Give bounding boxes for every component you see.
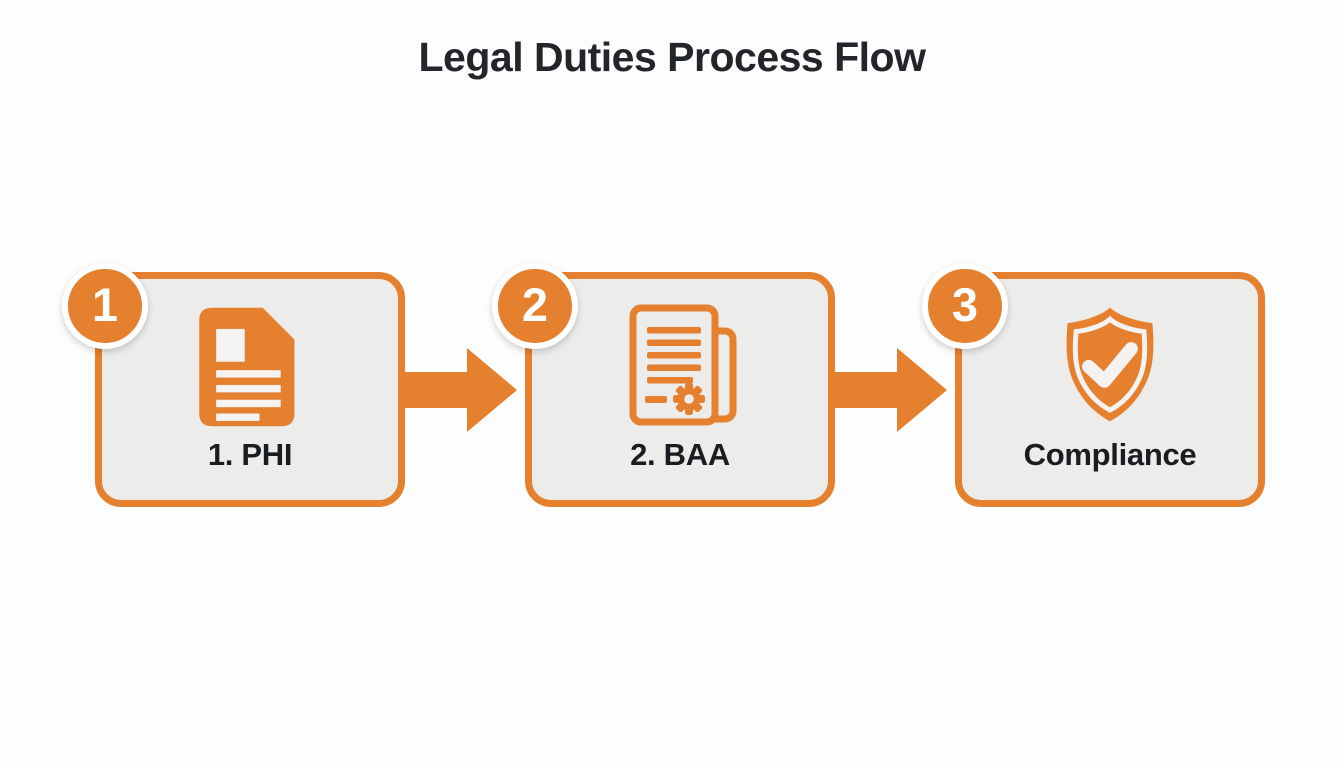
step-number-badge: 1 xyxy=(62,263,148,349)
page-title: Legal Duties Process Flow xyxy=(418,34,927,80)
document-gear-icon xyxy=(532,303,828,427)
step-box-compliance: 3 Compliance xyxy=(922,263,1265,507)
badge-number: 1 xyxy=(91,277,119,331)
step-number-badge: 2 xyxy=(492,263,578,349)
badge-number: 3 xyxy=(951,277,979,331)
shield-check-icon xyxy=(962,303,1258,428)
step-label: 1. PHI xyxy=(207,437,293,472)
step-box-phi: 1 1. PHI xyxy=(62,263,405,507)
step-label: 2. BAA xyxy=(630,437,730,472)
arrow-right-icon xyxy=(405,272,525,507)
step-box-baa: 2 xyxy=(492,263,835,507)
step-number-badge: 3 xyxy=(922,263,1008,349)
step-label: Compliance xyxy=(1023,437,1197,472)
arrow-right-icon xyxy=(835,272,955,507)
badge-number: 2 xyxy=(521,277,549,331)
document-icon xyxy=(102,303,398,431)
process-flow: 1 1. PHI xyxy=(62,263,1265,507)
